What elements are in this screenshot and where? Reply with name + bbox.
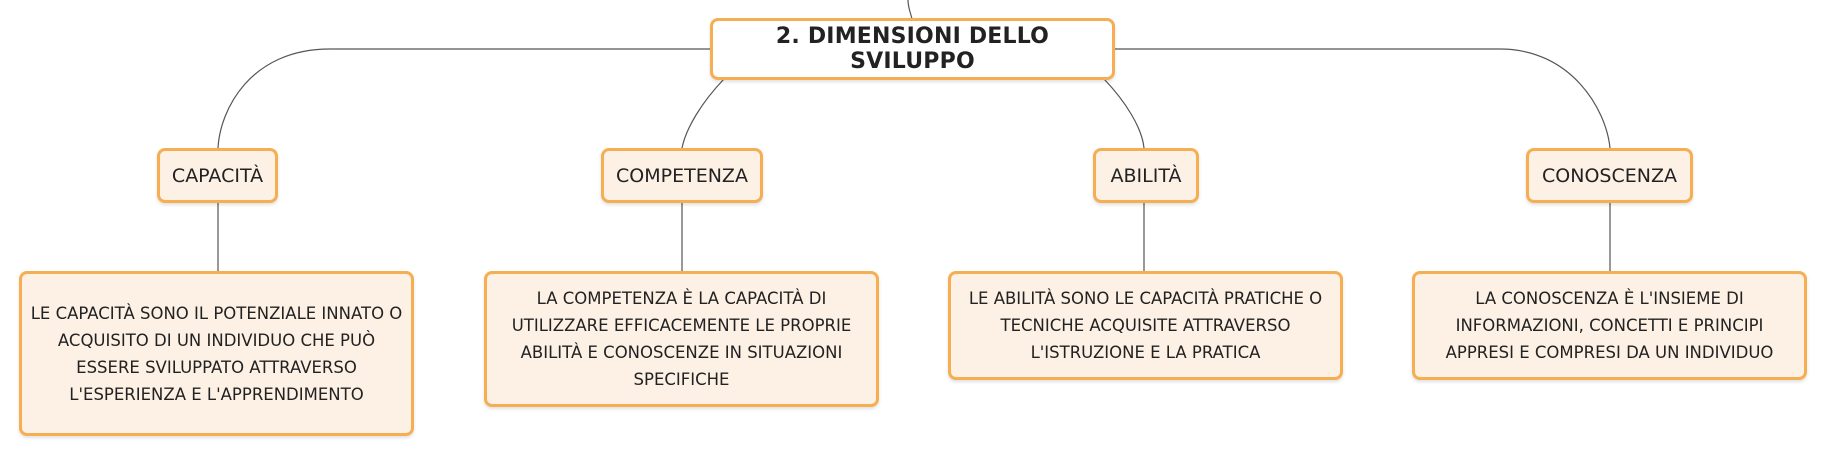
- connector-parent-to-root: [907, 0, 913, 20]
- connector-root-to-abilita: [1103, 78, 1145, 149]
- topic-node-capacita[interactable]: CAPACITÀ: [157, 148, 278, 203]
- root-node[interactable]: 2. DIMENSIONI DELLO SVILUPPO: [710, 18, 1115, 80]
- description-node-competenza[interactable]: LA COMPETENZA È LA CAPACITÀ DI UTILIZZAR…: [484, 271, 879, 407]
- connector-root-to-conoscenza: [1115, 48, 1611, 149]
- topic-node-abilita[interactable]: ABILITÀ: [1093, 148, 1199, 203]
- connector-root-to-capacita: [217, 48, 710, 149]
- description-node-conoscenza[interactable]: LA CONOSCENZA È L'INSIEME DI INFORMAZION…: [1412, 271, 1807, 380]
- connector-root-to-competenza: [681, 78, 725, 149]
- description-node-abilita[interactable]: LE ABILITÀ SONO LE CAPACITÀ PRATICHE O T…: [948, 271, 1343, 380]
- topic-node-conoscenza[interactable]: CONOSCENZA: [1526, 148, 1693, 203]
- topic-node-competenza[interactable]: COMPETENZA: [601, 148, 763, 203]
- description-node-capacita[interactable]: LE CAPACITÀ SONO IL POTENZIALE INNATO O …: [19, 271, 414, 436]
